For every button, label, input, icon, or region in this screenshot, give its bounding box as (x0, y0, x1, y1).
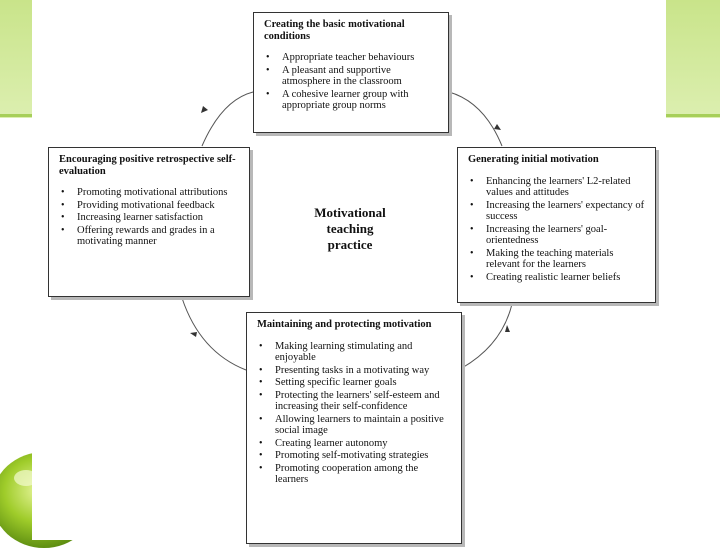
diagram-panel: Creating the basic motivational conditio… (32, 0, 666, 544)
list-item: Setting specific learner goals (257, 377, 453, 389)
list-item: Promoting cooperation among the learners (257, 463, 453, 486)
center-title: Motivational teaching practice (290, 205, 410, 253)
box-title: Generating initial motivation (468, 154, 599, 165)
list-item: Promoting motivational attributions (59, 187, 241, 199)
list-item: Enhancing the learners' L2-related value… (468, 176, 647, 199)
list-item: Promoting self-motivating strategies (257, 450, 453, 462)
list-item: Allowing learners to maintain a positive… (257, 414, 453, 437)
cycle-arc-top-left (201, 91, 254, 147)
arrow-head-top-left (201, 106, 208, 113)
list-item: Making the teaching materials relevant f… (468, 248, 647, 271)
list-item: Providing motivational feedback (59, 200, 241, 212)
box-title: Maintaining and protecting motivation (257, 319, 432, 330)
list-item: Increasing learner satisfaction (59, 212, 241, 224)
box-retrospective-self-evaluation: Encouraging positive retrospective self-… (48, 147, 250, 297)
cycle-arc-right-bottom (461, 303, 513, 369)
arrow-head-top-right (494, 124, 501, 130)
arrow-head-bottom-left (190, 332, 197, 337)
list-item: A pleasant and supportive atmosphere in … (264, 65, 440, 88)
box-basic-motivational-conditions: Creating the basic motivational conditio… (253, 12, 449, 133)
list-item: A cohesive learner group with appropriat… (264, 89, 440, 112)
box-title: Creating the basic motivational conditio… (264, 19, 405, 42)
list-item: Creating learner autonomy (257, 438, 453, 450)
list-item: Making learning stimulating and enjoyabl… (257, 341, 453, 364)
list-item: Increasing the learners' expectancy of s… (468, 200, 647, 223)
decorative-green-bar-left (0, 0, 32, 118)
cycle-arc-bottom-left (181, 297, 247, 371)
center-title-line: practice (327, 237, 373, 252)
cycle-arrows (181, 91, 513, 371)
box-title: Encouraging positive retrospective self-… (59, 154, 236, 177)
list-item: Presenting tasks in a motivating way (257, 365, 453, 377)
list-item: Protecting the learners' self-esteem and… (257, 390, 453, 413)
decorative-green-bar-right (666, 0, 720, 118)
list-item: Appropriate teacher behaviours (264, 52, 440, 64)
box-initial-motivation: Generating initial motivation Enhancing … (457, 147, 656, 303)
cycle-arc-top-right (448, 91, 503, 147)
box-maintaining-motivation: Maintaining and protecting motivation Ma… (246, 312, 462, 544)
list-item: Offering rewards and grades in a motivat… (59, 225, 241, 248)
list-item: Creating realistic learner beliefs (468, 272, 647, 284)
arrow-head-right-bottom (505, 325, 510, 332)
center-title-line: Motivational (314, 205, 386, 220)
center-title-line: teaching (326, 221, 374, 236)
list-item: Increasing the learners' goal-orientedne… (468, 224, 647, 247)
